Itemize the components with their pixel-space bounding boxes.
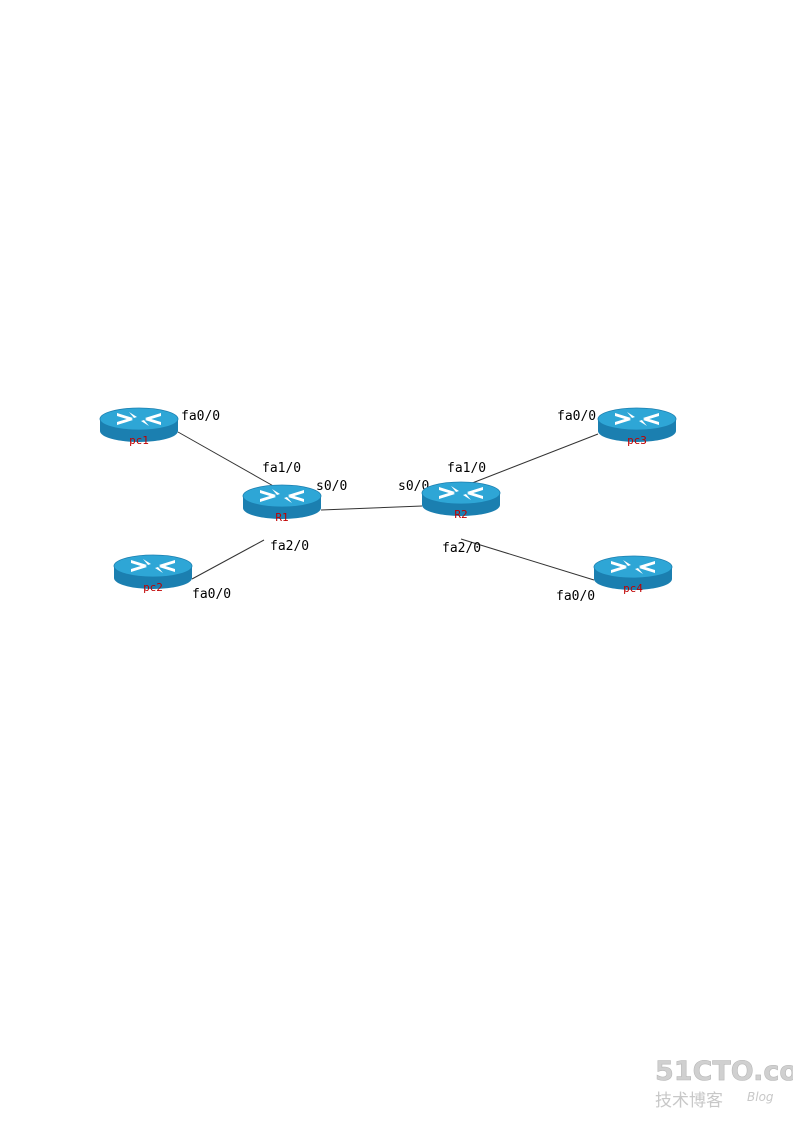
link-pc1-r1 xyxy=(177,431,285,493)
device-pc1: pc1 xyxy=(99,407,179,447)
port-label-r2: fa2/0 xyxy=(442,541,481,556)
device-label-pc4: pc4 xyxy=(623,582,643,595)
watermark-blog: Blog xyxy=(747,1090,774,1104)
device-label-pc3: pc3 xyxy=(627,434,647,447)
device-r2: R2 xyxy=(421,481,501,521)
links xyxy=(177,431,599,581)
port-label-pc2: fa0/0 xyxy=(192,587,231,602)
device-pc3: pc3 xyxy=(597,407,677,447)
port-label-pc4: fa0/0 xyxy=(556,589,595,604)
watermark-sub: 技术博客 xyxy=(655,1091,723,1111)
link-pc4-r2 xyxy=(460,538,595,581)
device-pc2: pc2 xyxy=(113,554,193,594)
link-pc3-r2 xyxy=(461,433,599,488)
link-pc2-r1 xyxy=(191,539,265,580)
device-label-pc1: pc1 xyxy=(129,434,149,447)
device-label-r2: R2 xyxy=(454,508,467,521)
port-label-r1: fa2/0 xyxy=(270,539,309,554)
port-label-r2: s0/0 xyxy=(398,479,429,494)
interface-labels: fa0/0 fa1/0 fa0/0 fa2/0 s0/0 s0/0 fa0/0 fa1/0 fa… xyxy=(181,409,596,604)
devices: pc1 pc2 R1 R2 pc3 pc4 xyxy=(99,407,677,595)
device-label-r1: R1 xyxy=(275,511,288,524)
device-label-pc2: pc2 xyxy=(143,581,163,594)
link-r1-r2 xyxy=(320,505,423,511)
device-r1: R1 xyxy=(242,484,322,524)
port-label-r2: fa1/0 xyxy=(447,461,486,476)
port-label-pc3: fa0/0 xyxy=(557,409,596,424)
device-pc4: pc4 xyxy=(593,555,673,595)
watermark: 51CTO.com 技术博客 Blog xyxy=(655,1056,793,1111)
port-label-r1: fa1/0 xyxy=(262,461,301,476)
port-label-pc1: fa0/0 xyxy=(181,409,220,424)
port-label-r1: s0/0 xyxy=(316,479,347,494)
watermark-main: 51CTO.com xyxy=(655,1056,793,1087)
